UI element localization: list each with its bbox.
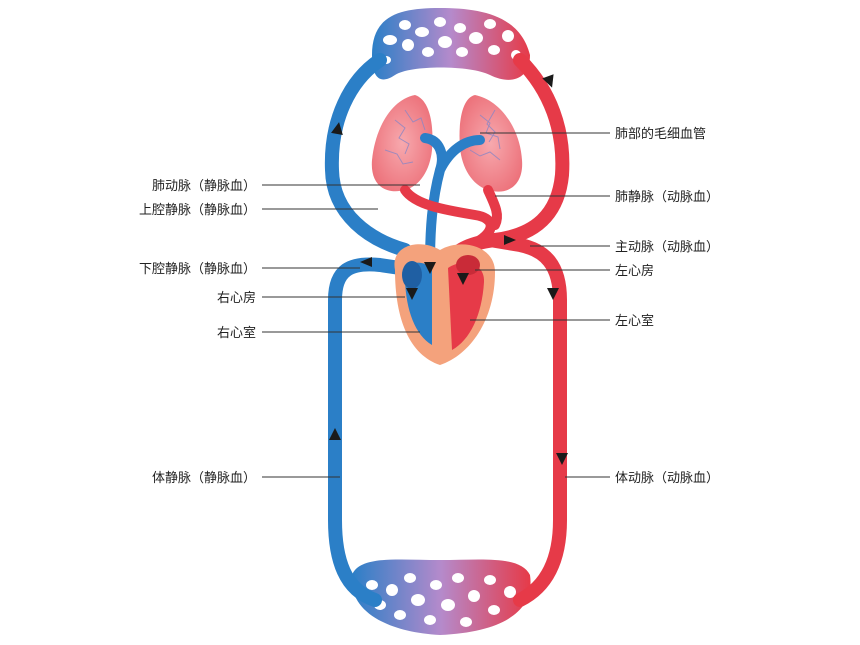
left-atrium-chamber: [456, 255, 480, 275]
arrow-rv-down: [406, 288, 418, 300]
left-lung: [459, 95, 523, 192]
arrow-ivc-right: [360, 257, 372, 267]
lower-capillary-network: [351, 559, 531, 635]
pulmonary-vein-label: 肺静脉（动脉血）: [615, 190, 719, 205]
right-atrium-chamber: [402, 261, 422, 289]
arrow-systemic-vein-up: [329, 428, 341, 440]
aorta-label: 主动脉（动脉血）: [615, 240, 719, 255]
systemic-vein-label: 体静脉（静脉血）: [152, 471, 256, 486]
arrow-aorta-right: [504, 235, 516, 245]
lungs: [371, 95, 523, 192]
arrow-lv-down: [457, 273, 469, 285]
left-ventricle-chamber: [448, 262, 485, 350]
pulmonary-capillaries-label: 肺部的毛细血管: [615, 126, 706, 142]
superior-vena-cava-label: 上腔静脉（静脉血）: [139, 203, 256, 218]
aorta-vessel: [443, 53, 570, 269]
pulmonary-vein-vessel: [400, 185, 502, 245]
right-ventricle-label: 右心室: [217, 325, 256, 341]
systemic-artery-vessel: [483, 233, 567, 607]
arrow-pulm-up: [424, 262, 436, 274]
arrow-aorta-top: [542, 74, 554, 88]
systemic-artery-label: 体动脉（动脉血）: [615, 471, 719, 486]
pulmonary-artery-vessel: [420, 133, 485, 270]
right-atrium-label: 右心房: [217, 290, 256, 306]
systemic-vein-vessel: [328, 257, 407, 607]
arrow-svc-down: [331, 122, 343, 135]
flow-arrows: [329, 74, 568, 465]
superior-vena-cava-vessel: [324, 53, 422, 269]
pulmonary-artery-label: 肺动脉（静脉血）: [152, 179, 256, 194]
arrow-systemic-artery-down-2: [556, 453, 568, 465]
inferior-vena-cava-label: 下腔静脉（静脉血）: [139, 262, 256, 277]
upper-capillary-network: [372, 8, 530, 80]
leader-lines: [262, 132, 610, 478]
arrow-systemic-artery-down-1: [547, 288, 559, 300]
heart: [394, 244, 495, 365]
right-lung: [371, 95, 433, 192]
left-atrium-label: 左心房: [615, 263, 654, 279]
left-ventricle-label: 左心室: [615, 313, 654, 329]
